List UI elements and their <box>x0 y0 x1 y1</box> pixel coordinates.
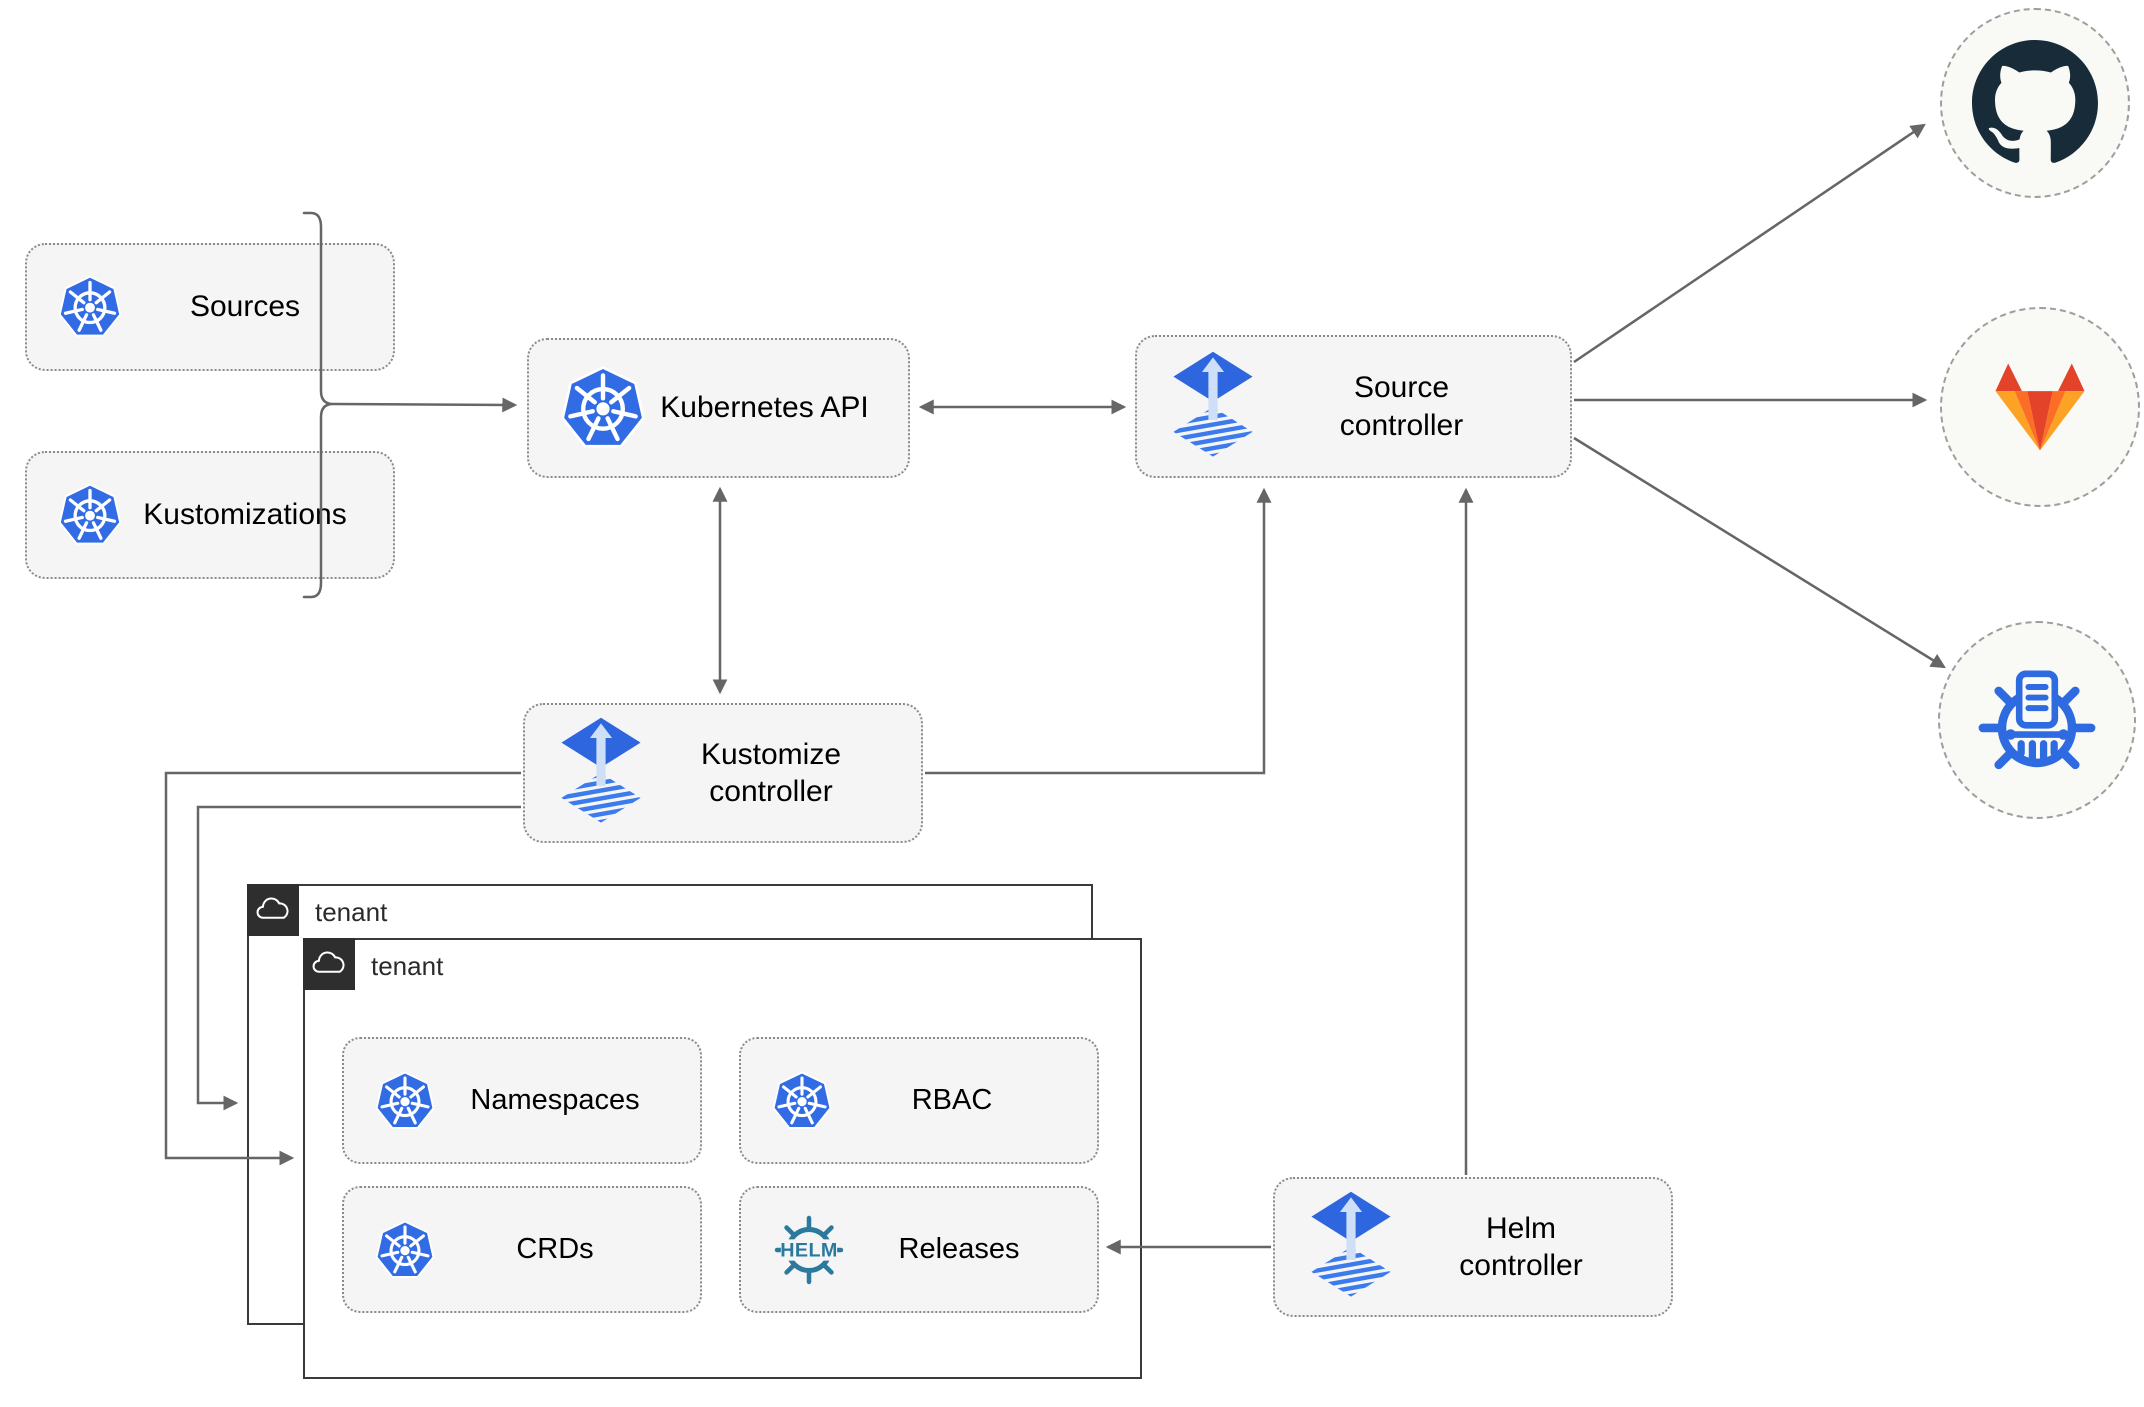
helm-icon <box>771 1212 847 1288</box>
tenant-group-front: tenant Namespaces RBAC CRDs Releases <box>303 938 1142 1379</box>
tenant-badge <box>303 938 355 990</box>
kubernetes-icon <box>57 274 123 340</box>
tenant-label: tenant <box>315 897 388 927</box>
node-label: Helm controller <box>1459 1211 1583 1283</box>
edge-sources-to-api <box>332 397 518 413</box>
cloud-icon <box>256 897 290 923</box>
node-label: Releases <box>898 1233 1020 1266</box>
node-label: Namespaces <box>470 1084 640 1117</box>
flux-icon <box>555 717 647 829</box>
kubernetes-icon <box>374 1219 436 1281</box>
node-kustomize-controller: Kustomize controller <box>523 703 923 843</box>
kubernetes-icon <box>374 1070 436 1132</box>
node-kustomizations: Kustomizations <box>25 451 395 579</box>
node-label: Kustomizations <box>143 498 347 532</box>
node-label: Kustomize controller <box>700 737 842 809</box>
kubernetes-icon <box>559 364 647 452</box>
node-source-controller: Source controller <box>1135 335 1572 478</box>
edge-source-to-github <box>1573 123 1926 364</box>
cloud-icon <box>312 951 346 977</box>
flux-icon <box>1305 1191 1397 1303</box>
node-rbac: RBAC <box>739 1037 1099 1164</box>
edge-kustomize-to-source <box>925 487 1272 775</box>
kubernetes-icon <box>57 482 123 548</box>
gitlab-icon <box>1987 361 2093 453</box>
gitlab-remote <box>1940 307 2140 507</box>
node-label: RBAC <box>911 1084 993 1117</box>
tenant-badge <box>247 884 299 936</box>
chartmuseum-remote <box>1938 621 2136 819</box>
node-label: CRDs <box>516 1233 594 1266</box>
edge-source-to-chartmuseum <box>1573 436 1946 669</box>
node-namespaces: Namespaces <box>342 1037 702 1164</box>
node-helm-controller: Helm controller <box>1273 1177 1673 1317</box>
node-releases: Releases <box>739 1186 1099 1313</box>
node-sources: Sources <box>25 243 395 371</box>
node-label: Kubernetes API <box>660 391 869 425</box>
kubernetes-icon <box>771 1070 833 1132</box>
tenant-label: tenant <box>371 951 444 981</box>
flux-icon <box>1167 351 1259 463</box>
node-label: Source controller <box>1339 371 1464 442</box>
chartmuseum-icon <box>1971 654 2103 786</box>
node-label: Sources <box>189 290 301 324</box>
github-remote <box>1940 8 2130 198</box>
node-kubernetes-api: Kubernetes API <box>527 338 910 478</box>
node-crds: CRDs <box>342 1186 702 1313</box>
github-icon <box>1972 40 2098 166</box>
